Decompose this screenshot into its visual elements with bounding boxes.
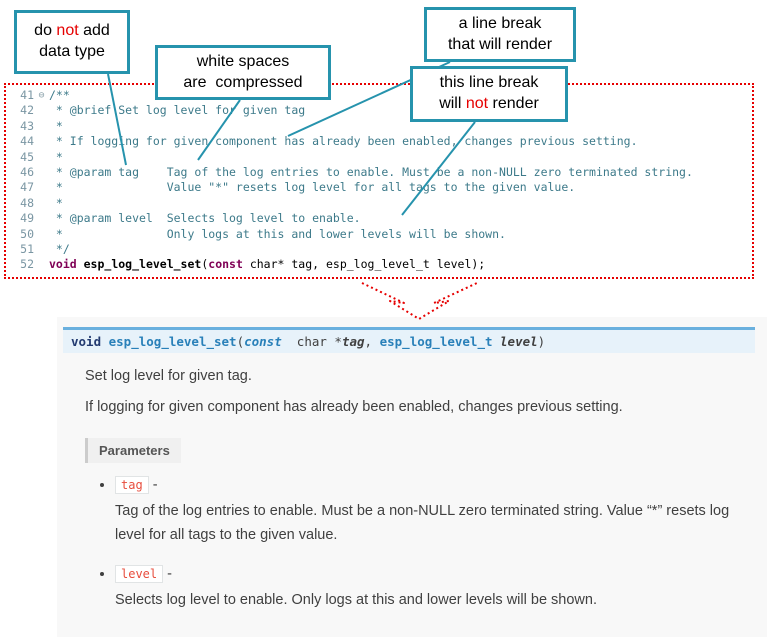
- line-number: 51: [20, 242, 34, 257]
- line-number: 46: [20, 165, 34, 180]
- rendered-doc-panel: void esp_log_level_set(const char *tag, …: [57, 317, 767, 637]
- line-number: 44: [20, 134, 34, 149]
- sig-return-type: void: [71, 334, 102, 349]
- parameters-heading: Parameters: [85, 438, 181, 463]
- sig-function-name: esp_log_level_set: [101, 334, 237, 349]
- sig-paren: (: [236, 334, 245, 349]
- paren: (: [201, 257, 209, 272]
- code-line: 45 *: [8, 150, 693, 165]
- fold-spacer: [34, 165, 49, 180]
- doc-body: Set log level for given tag. If logging …: [85, 368, 751, 613]
- callout-break-norender: this line break will not render: [410, 66, 568, 122]
- callout-text: this line break: [439, 74, 539, 92]
- comment-text: * If logging for given component has alr…: [49, 134, 638, 149]
- comment-text: * @brief Set log level for given tag: [49, 103, 306, 118]
- code-line-declaration: 52 void esp_log_level_set(const char* tag…: [8, 257, 693, 272]
- code-line: 48 *: [8, 196, 693, 211]
- comment-text: *: [49, 195, 63, 210]
- callout-text: data type: [39, 43, 105, 60]
- fold-spacer: [34, 103, 49, 118]
- comment-text: * Value "*" resets log level for all tag…: [49, 180, 576, 195]
- comment-text: *: [49, 149, 63, 164]
- code-line: 51 */: [8, 242, 693, 257]
- sig-arg-tag: tag: [341, 334, 365, 349]
- sig-const-keyword: const: [244, 334, 282, 349]
- sig-type-esp-log-level-t: esp_log_level_t: [379, 334, 493, 349]
- line-number: 45: [20, 149, 34, 164]
- line-number: 42: [20, 103, 34, 118]
- callout-text: a line break: [458, 14, 542, 32]
- code-line: 46 * @param tag Tag of the log entries t…: [8, 165, 693, 180]
- line-number: 52: [20, 257, 34, 272]
- callout-text: white spaces: [196, 52, 290, 70]
- line-number: 50: [20, 226, 34, 241]
- callout-text: do not add: [34, 22, 110, 40]
- code-line: 47 * Value "*" resets log level for all …: [8, 180, 693, 195]
- fold-spacer: [34, 196, 49, 211]
- callout-text: will not render: [439, 95, 539, 112]
- line-number: 48: [20, 195, 34, 210]
- callout-text: are compressed: [183, 73, 303, 91]
- callout-break-render: a line break that will render: [424, 7, 576, 62]
- comment-text: /**: [49, 88, 70, 102]
- param-description: Selects log level to enable. Only logs a…: [115, 591, 597, 608]
- fold-spacer: [34, 242, 49, 257]
- declaration-rest: char* tag, esp_log_level_t level);: [242, 257, 486, 272]
- fold-spacer: [34, 211, 49, 226]
- code-line: 50 * Only logs at this and lower levels …: [8, 227, 693, 242]
- line-number: 41: [20, 88, 34, 102]
- doc-detail: If logging for given component has alrea…: [85, 399, 623, 415]
- comment-text: *: [49, 118, 63, 133]
- function-signature: void esp_log_level_set(const char *tag, …: [63, 327, 755, 353]
- code-line: 43 *: [8, 119, 693, 134]
- sig-paren-close: ): [537, 334, 546, 349]
- parameters-list: tag- Tag of the log entries to enable. M…: [93, 476, 751, 613]
- fold-spacer: [34, 150, 49, 165]
- code-editor: 41 ⊖ /** 42 * @brief Set log level for giv…: [8, 88, 693, 273]
- param-item-level: level- Selects log level to enable. Only…: [115, 564, 751, 613]
- fold-icon[interactable]: ⊖: [38, 90, 45, 101]
- declaration-text: void esp_log_level_set(const char* tag, …: [49, 257, 485, 272]
- sig-char-type: char *: [281, 334, 342, 349]
- param-description: Tag of the log entries to enable. Must b…: [115, 503, 730, 543]
- param-item-tag: tag- Tag of the log entries to enable. M…: [115, 476, 751, 548]
- comment-text: * @param tag Tag of the log entries to e…: [49, 165, 693, 180]
- fold-spacer: [34, 119, 49, 134]
- sig-arg-level: level: [492, 334, 538, 349]
- callout-no-datatype: do not add data type: [14, 10, 130, 74]
- fold-spacer: [34, 257, 49, 272]
- sig-comma: ,: [364, 334, 380, 349]
- fold-spacer: [34, 180, 49, 195]
- fold-spacer: [34, 227, 49, 242]
- line-number: 47: [20, 180, 34, 195]
- param-name-chip: level: [115, 564, 164, 583]
- code-line: 42 * @brief Set log level for given tag: [8, 103, 693, 118]
- code-line: 44 * If logging for given component has …: [8, 134, 693, 149]
- param-dash: -: [152, 477, 158, 493]
- line-number: 49: [20, 211, 34, 226]
- keyword-const: const: [208, 257, 243, 272]
- comment-text: */: [49, 242, 70, 257]
- callout-whitespace: white spaces are compressed: [155, 45, 331, 100]
- keyword-void: void: [49, 257, 77, 272]
- param-dash: -: [167, 565, 172, 582]
- param-name-chip: tag: [115, 476, 149, 494]
- comment-text: * @param level Selects log level to enab…: [49, 211, 361, 226]
- code-line: 49 * @param level Selects log level to e…: [8, 211, 693, 226]
- function-name: esp_log_level_set: [76, 257, 202, 272]
- comment-text: * Only logs at this and lower levels wil…: [49, 226, 506, 241]
- doc-brief: Set log level for given tag.: [85, 368, 252, 384]
- fold-spacer: [34, 134, 49, 149]
- callout-text: that will render: [447, 35, 553, 53]
- render-arrow: [361, 282, 478, 320]
- code-line: 41 ⊖ /**: [8, 88, 693, 103]
- line-number: 43: [20, 118, 34, 133]
